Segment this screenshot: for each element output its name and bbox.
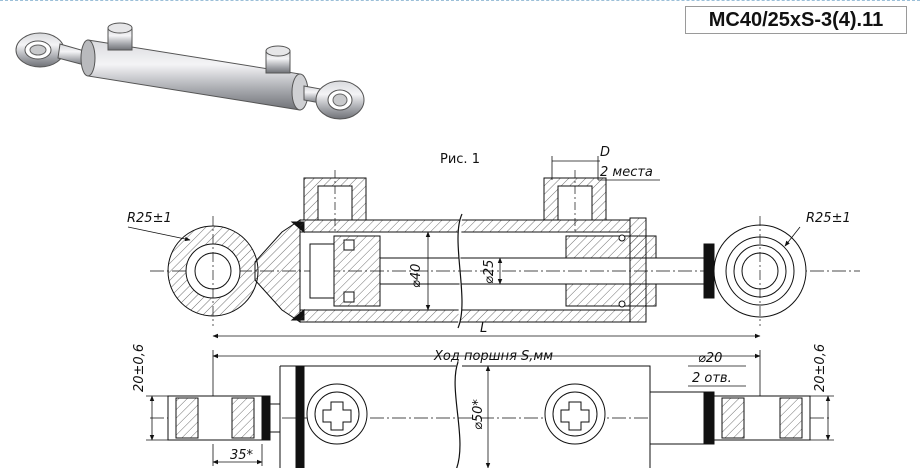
- render-eye-right: [315, 80, 365, 120]
- plan-rod-collar: [703, 391, 715, 445]
- section-rod-collar: [703, 243, 715, 299]
- section-piston: [309, 235, 381, 307]
- model-code-label: MC40/25xS-3(4).11: [685, 6, 907, 34]
- rod-diameter-label: ⌀25: [482, 260, 497, 284]
- section-front-gland: [565, 217, 657, 323]
- body-diameter-label: ⌀50*: [471, 399, 486, 430]
- section-barrel-top-right: [459, 219, 631, 233]
- bore-diameter-label: ⌀40: [409, 264, 424, 288]
- leader-eye-radius-left: [127, 226, 191, 242]
- section-port-left: [303, 170, 367, 232]
- section-dimensions: [127, 156, 801, 339]
- pin-hole-label: ⌀20: [698, 351, 722, 366]
- eye-radius-left-label: R25±1: [127, 211, 172, 226]
- plan-dimensions: [146, 350, 834, 468]
- stroke-label: Ход поршня S,мм: [433, 349, 553, 364]
- section-break-line: [457, 213, 463, 329]
- plan-gland: [649, 391, 709, 445]
- section-eye-left: [167, 216, 259, 326]
- port-size-label: D: [600, 145, 610, 160]
- render-port-fitting-right: [265, 45, 291, 74]
- figure-caption: Рис. 1: [440, 152, 480, 167]
- eye-width-right-label: 20±0,6: [813, 344, 828, 392]
- leader-eye-radius-right: [784, 226, 801, 247]
- render-port-fitting-left: [107, 22, 133, 51]
- cylinder-3d-render: [15, 22, 365, 120]
- section-view: [150, 170, 860, 329]
- eye-offset-label: 35*: [230, 448, 254, 463]
- page-top-rule: [0, 0, 920, 1]
- plan-eye-left: [167, 395, 263, 441]
- port-count-label: 2 места: [600, 165, 653, 180]
- section-barrel-top-left: [299, 219, 461, 233]
- eye-radius-right-label: R25±1: [806, 211, 851, 226]
- section-eye-right: [713, 216, 807, 326]
- section-rear-head: [254, 219, 301, 323]
- length-label: L: [480, 321, 487, 336]
- eye-width-left-label: 20±0,6: [132, 344, 147, 392]
- plan-eye-right: [713, 395, 811, 441]
- section-barrel-bottom-left: [299, 309, 461, 323]
- render-eye-left: [15, 32, 65, 68]
- plan-view: [150, 361, 830, 468]
- section-port-right: [543, 170, 607, 232]
- plan-port-fitting-right: [544, 383, 606, 445]
- plan-port-fitting-left: [306, 383, 368, 445]
- pin-hole-count-label: 2 отв.: [692, 371, 732, 386]
- plan-rear-collar: [261, 395, 271, 441]
